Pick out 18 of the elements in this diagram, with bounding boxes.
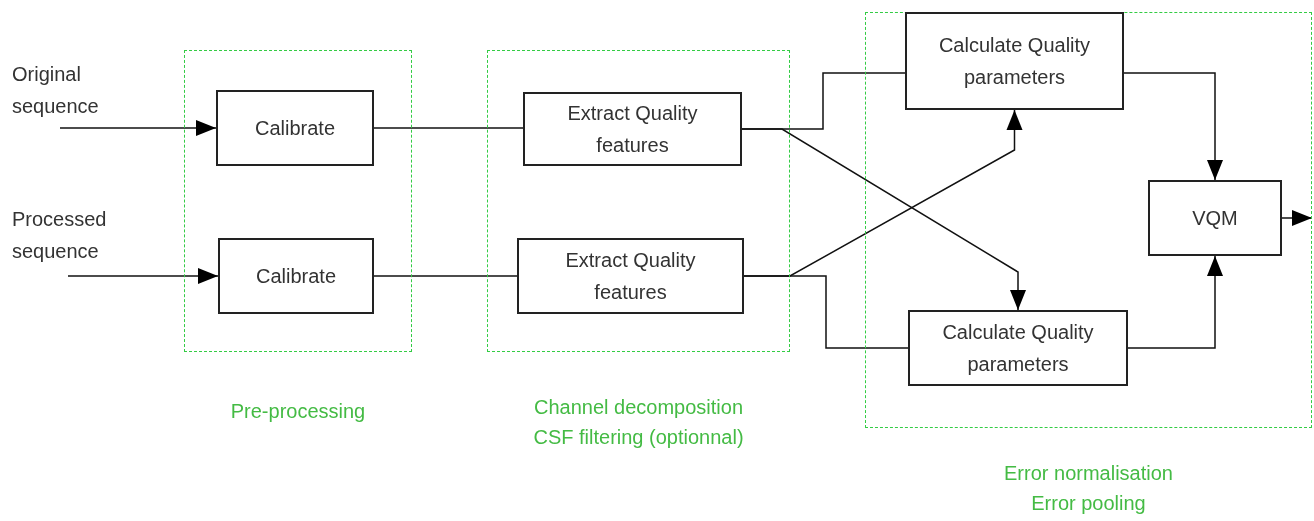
node-label: Channel decomposition CSF filtering (optionnal) [533, 396, 744, 448]
process-box: Calibrate [218, 238, 374, 314]
process-box: Extract Quality features [523, 92, 742, 166]
process-box: Extract Quality features [517, 238, 744, 314]
connector-arrow [67, 268, 219, 284]
input-label: Processed sequence [12, 203, 152, 276]
process-box: VQM [1148, 180, 1282, 256]
node-label: Pre-processing [230, 400, 366, 422]
connector-arrow [741, 128, 1026, 311]
connector-arrow [1127, 255, 1223, 349]
connector-arrow [1281, 210, 1313, 226]
process-box: Calculate Quality parameters [905, 12, 1124, 110]
connector-arrow [59, 120, 217, 136]
process-box: Calculate Quality parameters [908, 310, 1128, 386]
node-label: Error normalisation Error pooling [1004, 462, 1173, 514]
connector-arrow [1123, 72, 1223, 181]
input-label: Original sequence [12, 58, 132, 128]
process-box: Calibrate [216, 90, 374, 166]
